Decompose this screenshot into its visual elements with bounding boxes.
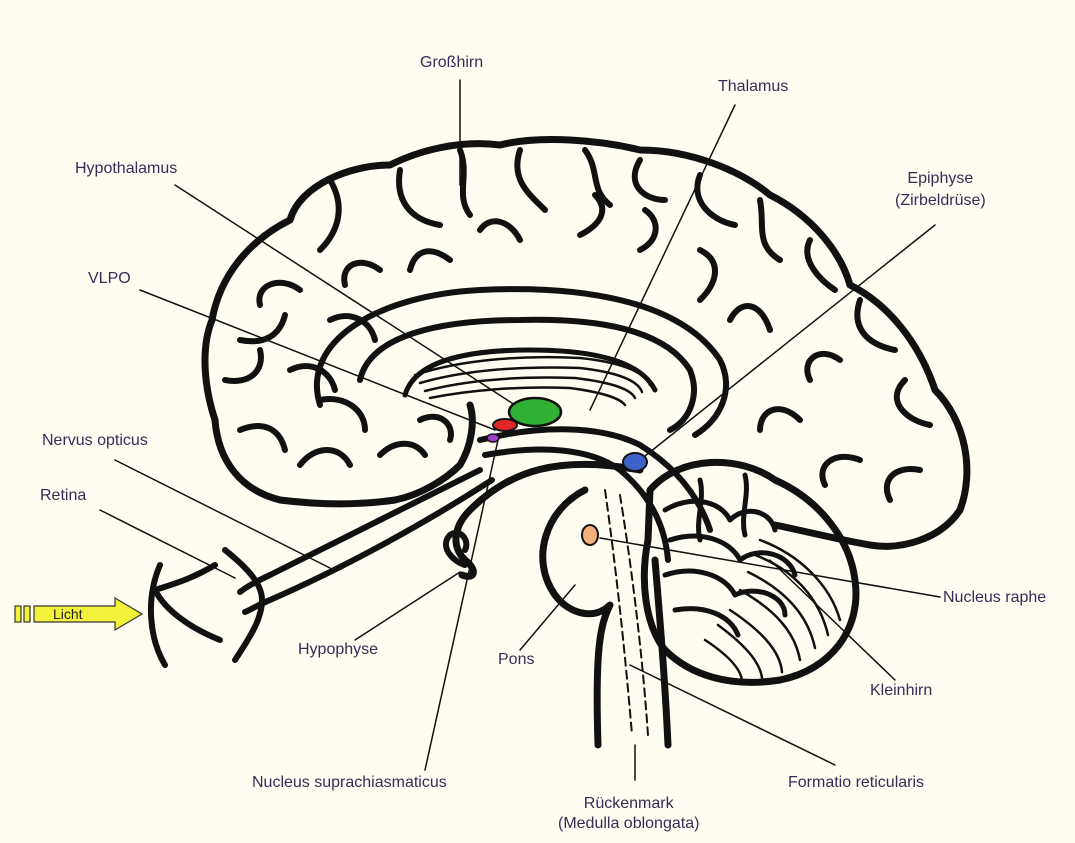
label-nervus-opticus: Nervus opticus (42, 432, 148, 450)
epiphyse-subtitle: (Zirbeldrüse) (895, 192, 986, 210)
cerebrum-gyri (225, 150, 930, 500)
thalamus-nucleus (509, 398, 561, 426)
epiphyse-title: Epiphyse (895, 170, 986, 188)
brainstem-front (456, 464, 640, 576)
label-nucleus-suprachiasmaticus: Nucleus suprachiasmaticus (252, 774, 447, 792)
label-grosshirn: Großhirn (420, 54, 483, 72)
label-vlpo: VLPO (88, 270, 131, 288)
label-kleinhirn: Kleinhirn (870, 682, 932, 700)
label-pons: Pons (498, 651, 534, 669)
scn-nucleus (493, 419, 517, 431)
label-epiphyse: Epiphyse (Zirbeldrüse) (895, 170, 986, 210)
label-retina: Retina (40, 487, 86, 505)
optic-nerve-upper (240, 470, 480, 592)
rueckenmark-subtitle: (Medulla oblongata) (558, 815, 699, 833)
cerebellum-folia (705, 540, 840, 680)
vlpo-nucleus (487, 434, 499, 442)
label-rueckenmark: Rückenmark (Medulla oblongata) (558, 795, 699, 833)
rueckenmark-title: Rückenmark (558, 795, 699, 813)
label-formatio-reticularis: Formatio reticularis (788, 774, 924, 792)
eye (151, 550, 262, 665)
cerebrum-outline (205, 140, 967, 547)
label-nucleus-raphe: Nucleus raphe (943, 589, 1046, 607)
label-licht: Licht (53, 605, 83, 623)
raphe-nucleus (582, 525, 598, 545)
label-thalamus: Thalamus (718, 78, 788, 96)
epiphyse-nucleus (623, 453, 647, 471)
label-hypothalamus: Hypothalamus (75, 160, 177, 178)
pons-outline (543, 490, 610, 745)
reticular-formation (605, 490, 648, 735)
label-hypophyse: Hypophyse (298, 641, 378, 659)
